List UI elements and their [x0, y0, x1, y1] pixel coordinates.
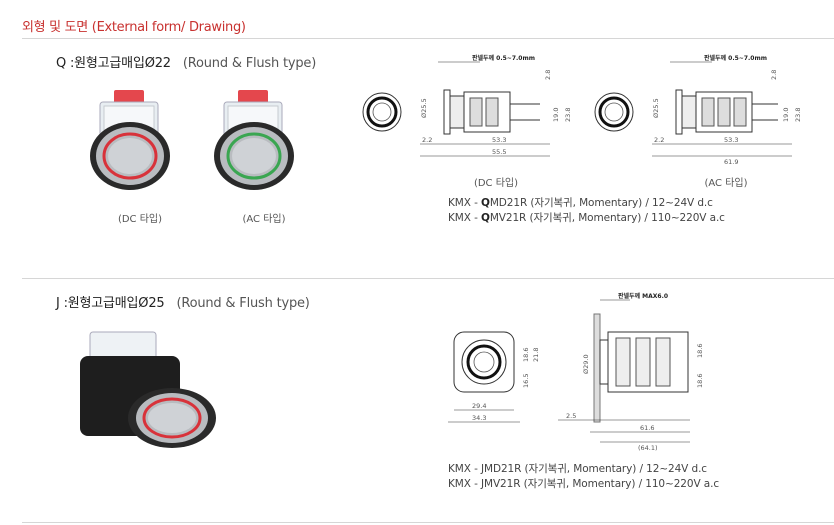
q-ac-h1: 2.8	[770, 70, 778, 80]
j-w1: 29.4	[472, 402, 486, 410]
q-dc-panel-label: 판넬두께 0.5~7.0mm	[472, 54, 535, 62]
q-dc-d2: 53.3	[492, 136, 506, 144]
j-model-line: KMX - JMV21R (자기복귀, Momentary) / 110~220…	[448, 478, 720, 490]
j-product-title: J :원형고급매입Ø25 (Round & Flush type)	[56, 292, 310, 311]
q-model-line: KMX - QMV21R (자기복귀, Momentary) / 110~220…	[448, 212, 725, 224]
j-d1: 2.5	[566, 412, 576, 420]
j-v3: 16.5	[522, 374, 530, 388]
j-panel-label: 판넬두께 MAX6.0	[618, 292, 668, 300]
q-dc-dia: Ø25.5	[420, 98, 428, 118]
q-ac-d3: 61.9	[724, 158, 738, 166]
j-dia: Ø29.0	[582, 354, 590, 374]
j-model-list: KMX - JMD21R (자기복귀, Momentary) / 12~24V …	[448, 462, 719, 492]
q-title: Q :원형고급매입Ø22	[56, 56, 171, 71]
j-drawing: 29.4 34.3 18.6 21.8 16.5 판넬두께 MAX6.0 Ø29…	[448, 292, 704, 452]
q-dc-h1: 2.8	[544, 70, 552, 80]
q-ac-photo	[214, 90, 294, 190]
j-product-photo	[80, 331, 216, 448]
q-dc-h3: 23.8	[564, 108, 572, 122]
q-product-title: Q :원형고급매입Ø22 (Round & Flush type)	[56, 52, 316, 71]
q-ac-h3: 23.8	[794, 108, 802, 122]
q-dc-h2: 19.0	[552, 108, 560, 122]
q-product-photos	[90, 90, 294, 190]
j-d3: (64.1)	[638, 444, 658, 452]
q-photo-caption-dc: (DC 타입)	[117, 214, 163, 225]
j-v1: 18.6	[522, 348, 530, 362]
q-drawing-caption-dc: (DC 타입)	[473, 178, 519, 189]
j-r2: 18.6	[696, 374, 704, 388]
q-ac-d1: 2.2	[654, 136, 664, 144]
section-title: 외형 및 도면 (External form/ Drawing)	[22, 20, 246, 35]
j-subtitle: (Round & Flush type)	[176, 296, 310, 311]
q-ac-h2: 19.0	[782, 108, 790, 122]
divider-top	[22, 38, 834, 39]
j-r1: 18.6	[696, 344, 704, 358]
q-ac-dia: Ø25.5	[652, 98, 660, 118]
q-subtitle: (Round & Flush type)	[182, 56, 317, 71]
q-model-line: KMX - QMD21R (자기복귀, Momentary) / 12~24V …	[448, 197, 713, 209]
q-model-list: KMX - QMD21R (자기복귀, Momentary) / 12~24V …	[448, 196, 725, 226]
j-model-line: KMX - JMD21R (자기복귀, Momentary) / 12~24V …	[448, 463, 707, 475]
q-ac-d2: 53.3	[724, 136, 738, 144]
q-dc-drawing: 판넬두께 0.5~7.0mm Ø25.5 2.2 53.3 55.5 2.8 1…	[362, 54, 572, 157]
q-photo-caption-ac: (AC 타입)	[242, 214, 286, 225]
q-ac-panel-label: 판넬두께 0.5~7.0mm	[704, 54, 767, 62]
q-ac-drawing: 판넬두께 0.5~7.0mm Ø25.5 2.2 53.3 61.9 2.8 1…	[594, 54, 802, 166]
divider-bottom	[22, 522, 834, 523]
j-d2: 61.6	[640, 424, 654, 432]
j-w2: 34.3	[472, 414, 486, 422]
j-title: J :원형고급매입Ø25	[56, 296, 165, 311]
q-dc-d1: 2.2	[422, 136, 432, 144]
q-dc-photo	[90, 90, 170, 190]
divider-middle	[22, 278, 834, 279]
j-v2: 21.8	[532, 348, 540, 362]
q-drawing-caption-ac: (AC 타입)	[704, 178, 748, 189]
q-dc-d3: 55.5	[492, 148, 506, 156]
